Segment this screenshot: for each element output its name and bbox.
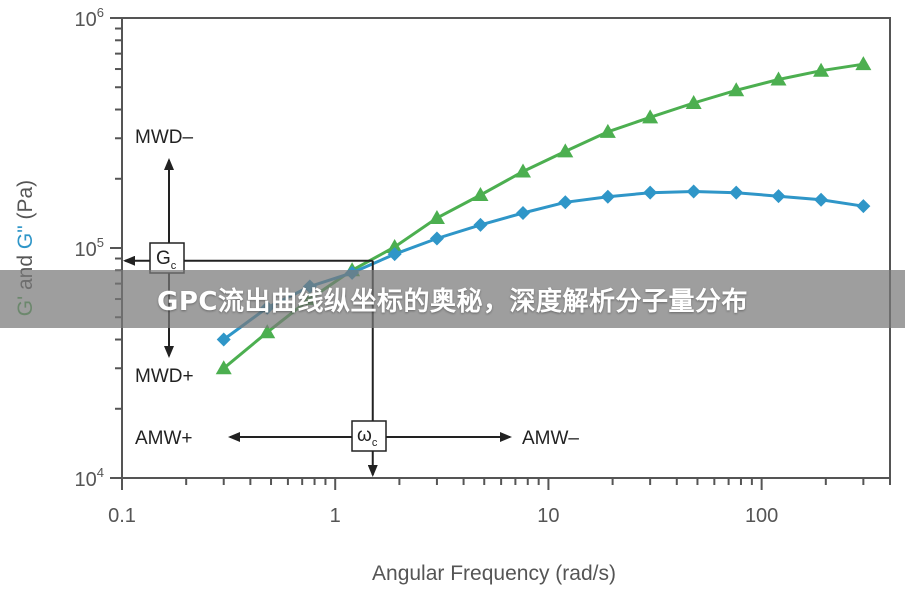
- y-tick-base: 10: [75, 9, 97, 31]
- y-tick-label: 106: [75, 5, 104, 31]
- diamond-point: [771, 189, 786, 204]
- diamond-point: [387, 247, 402, 262]
- x-tick-label: 1: [330, 505, 341, 527]
- diamond-point: [473, 217, 488, 232]
- y-tick-label: 104: [75, 465, 104, 491]
- gc-label-main: G: [156, 248, 171, 269]
- diamond-point: [429, 231, 444, 246]
- diamond-point: [558, 195, 573, 210]
- diamond-point: [814, 192, 829, 207]
- diamond-point: [600, 189, 615, 204]
- plot-frame: [121, 17, 891, 479]
- triangle-point: [472, 186, 489, 201]
- diamond-point: [516, 205, 531, 220]
- x-tick-label: 10: [537, 505, 559, 527]
- y-tick-exponent: 4: [97, 465, 104, 480]
- mwd-plus-label: MWD+: [135, 366, 194, 387]
- gc-label: Gc: [156, 248, 177, 272]
- wc-label-sub: c: [372, 437, 378, 449]
- triangle-point: [428, 210, 445, 225]
- banner-title: GPC流出曲线纵坐标的奥秘，深度解析分子量分布: [157, 286, 748, 317]
- diamond-point: [686, 184, 701, 199]
- triangle-point: [685, 95, 702, 110]
- amw-plus-label: AMW+: [135, 428, 193, 449]
- mwd-minus-label: MWD–: [135, 127, 193, 148]
- diamond-point: [216, 332, 231, 347]
- x-axis-title: Angular Frequency (rad/s): [372, 562, 616, 585]
- triangle-point: [813, 62, 830, 77]
- x-tick-label: 0.1: [108, 505, 136, 527]
- triangle-point: [728, 82, 745, 97]
- y-axis-title-part: (Pa): [14, 180, 37, 226]
- y-tick-exponent: 6: [97, 5, 104, 20]
- diamond-point: [729, 185, 744, 200]
- triangle-point: [515, 163, 532, 178]
- triangle-point: [259, 324, 276, 339]
- triangle-point: [557, 143, 574, 158]
- y-tick-base: 10: [75, 469, 97, 491]
- x-tick-label: 100: [745, 505, 778, 527]
- y-tick-label: 105: [75, 235, 104, 261]
- triangle-point: [855, 56, 872, 71]
- diamond-point: [856, 199, 871, 214]
- triangle-point: [642, 109, 659, 124]
- triangle-point: [215, 360, 232, 375]
- diamond-point: [643, 185, 658, 200]
- y-axis-title-part: G": [14, 225, 37, 249]
- triangle-point: [599, 123, 616, 138]
- triangle-point: [386, 239, 403, 254]
- y-tick-exponent: 5: [97, 235, 104, 250]
- title-banner: GPC流出曲线纵坐标的奥秘，深度解析分子量分布: [0, 270, 905, 328]
- triangle-point: [770, 71, 787, 86]
- y-tick-base: 10: [75, 239, 97, 261]
- gc-label-sub: c: [171, 260, 177, 272]
- wc-label-main: ω: [357, 425, 372, 446]
- wc-label: ωc: [357, 425, 378, 449]
- amw-minus-label: AMW–: [522, 428, 579, 449]
